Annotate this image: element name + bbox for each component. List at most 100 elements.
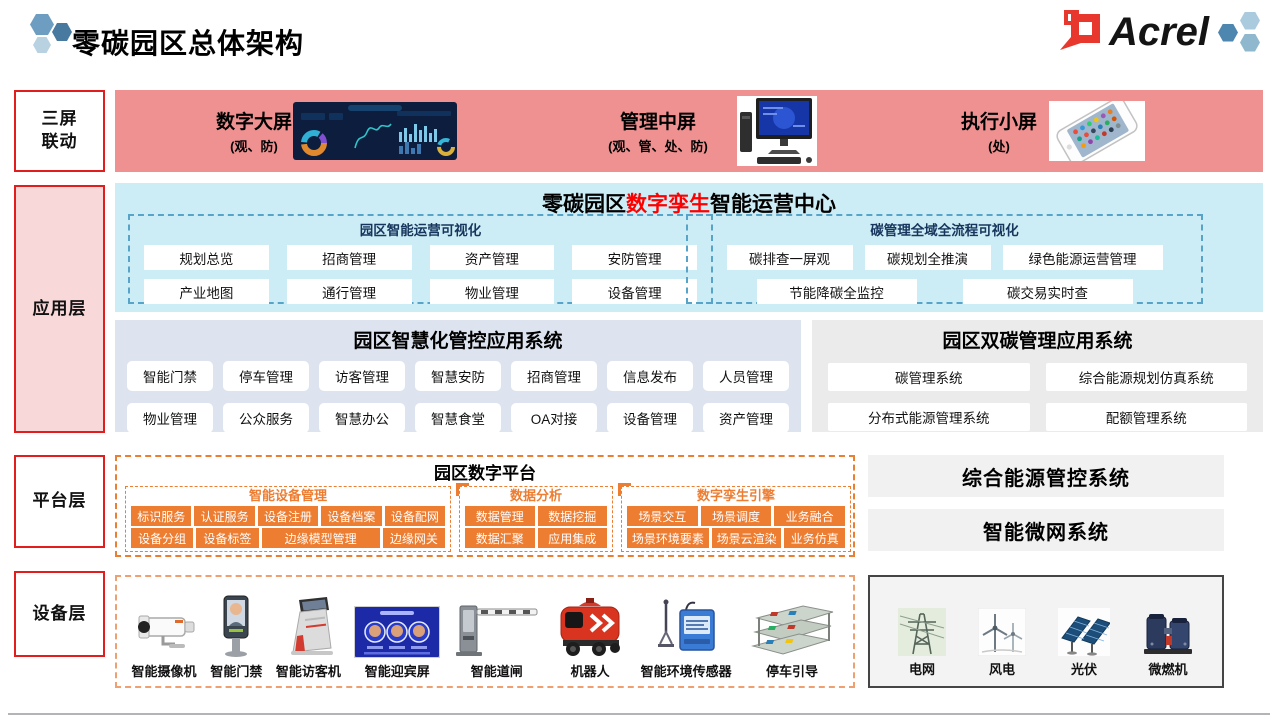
module-box: 招商管理 [511, 361, 597, 391]
module-box: 资产管理 [703, 403, 789, 433]
digital-twin-engine-group: 数字孪生引擎 场景交互 场景调度 业务融合 场景环境要素 场景云渲染 业务仿真 [618, 483, 851, 552]
group-title: 数字孪生引擎 [696, 488, 775, 503]
device-item: 智能门禁 [210, 585, 262, 680]
device-item: 智能迎宾屏 [354, 585, 441, 680]
parking-guidance-icon [745, 602, 839, 658]
platform-module-box: 认证服务 [194, 506, 255, 526]
solar-pv-icon [1058, 608, 1110, 656]
module-box: 物业管理 [429, 279, 555, 304]
device-item: 智能访客机 [276, 585, 341, 680]
integrated-energy-system-bar: 综合能源管控系统 [868, 455, 1224, 497]
corner-bracket-decoration [456, 483, 469, 496]
smart-devices-box: 智能摄像机 智能门禁 [115, 575, 855, 688]
device-item: 微燃机 [1142, 587, 1194, 678]
module-box: 绿色能源运营管理 [1002, 245, 1163, 270]
welcome-screen-icon [354, 606, 441, 658]
module-box: 智慧办公 [319, 403, 405, 433]
hexagon-decoration-icon [1218, 10, 1262, 54]
module-box: 通行管理 [286, 279, 412, 304]
module-box: 停车管理 [223, 361, 309, 391]
module-box: 产业地图 [144, 279, 269, 304]
section-title: 园区双碳管理应用系统 [942, 331, 1133, 352]
device-item: 风电 [978, 587, 1026, 678]
module-box: 碳管理系统 [828, 363, 1030, 391]
module-box: 设备管理 [607, 403, 693, 433]
hexagon-decoration-icon [30, 12, 76, 58]
smartphone-icon [1049, 97, 1145, 166]
module-box: 访客管理 [319, 361, 405, 391]
data-analysis-group: 数据分析 数据管理 数据挖掘 数据汇聚 应用集成 [456, 483, 613, 552]
module-box: 智慧安防 [415, 361, 501, 391]
dual-carbon-app-system: 园区双碳管理应用系统 碳管理系统 综合能源规划仿真系统 分布式能源管理系统 配额… [812, 320, 1263, 432]
group-title: 碳管理全域全流程可视化 [870, 223, 1019, 238]
three-screens-band: 数字大屏 (观、防) [115, 90, 1263, 172]
mid-screen-label: 管理中屏 (观、管、处、防) [608, 112, 708, 154]
module-box: 综合能源规划仿真系统 [1045, 363, 1247, 391]
acrel-logo-icon [1059, 8, 1104, 55]
energy-devices-box: 电网 风电 [868, 575, 1224, 688]
door-access-icon [216, 594, 256, 658]
module-box: 碳排查一屏观 [726, 245, 853, 270]
device-item: 智能环境传感器 [641, 585, 732, 680]
brand-name: Acrel [1108, 9, 1209, 54]
device-item: 智能道闸 [454, 585, 540, 680]
platform-module-box: 数据管理 [465, 506, 535, 526]
digital-platform-section: 园区数字平台 智能设备管理 标识服务 认证服务 设备注册 设备档案 设备配网 设… [115, 455, 855, 557]
device-item: 机器人 [553, 585, 627, 680]
module-box: 公众服务 [223, 403, 309, 433]
platform-module-box: 业务融合 [774, 506, 846, 526]
desktop-computer-icon [737, 96, 817, 171]
platform-module-box: 数据汇聚 [465, 528, 535, 548]
device-item: 智能摄像机 [131, 585, 197, 680]
module-box: 招商管理 [286, 245, 412, 270]
platform-module-box: 边缘网关 [382, 528, 446, 548]
corner-bracket-decoration [618, 483, 631, 496]
camera-icon [131, 606, 197, 658]
device-item: 电网 [898, 587, 946, 678]
module-box: 信息发布 [607, 361, 693, 391]
ops-center-title: 零碳园区数字孪生智能运营中心 [542, 193, 836, 216]
device-item: 光伏 [1058, 587, 1110, 678]
page-title: 零碳园区总体架构 [72, 28, 305, 59]
brand-logo: Acrel [1059, 8, 1262, 55]
platform-module-box: 设备分组 [131, 528, 194, 548]
module-box: 节能降碳全监控 [756, 279, 917, 304]
group-title: 智能设备管理 [248, 488, 327, 503]
platform-module-box: 应用集成 [537, 528, 607, 548]
platform-module-box: 设备配网 [384, 506, 446, 526]
module-box: 规划总览 [144, 245, 269, 270]
layer-label-three-screens: 三屏 联动 [14, 90, 105, 172]
visitor-kiosk-icon [281, 596, 335, 658]
dashboard-screen-icon [293, 102, 457, 165]
section-title: 园区数字平台 [434, 464, 536, 483]
smart-device-management-group: 智能设备管理 标识服务 认证服务 设备注册 设备档案 设备配网 设备分组 设备标… [125, 486, 451, 552]
smart-microgrid-system-bar: 智能微网系统 [868, 509, 1224, 551]
platform-module-box: 数据挖掘 [537, 506, 607, 526]
power-grid-icon [898, 608, 946, 656]
layer-label-platform: 平台层 [14, 455, 105, 548]
layer-label-device: 设备层 [14, 571, 105, 657]
module-box: 碳规划全推演 [864, 245, 991, 270]
big-screen-label: 数字大屏 (观、防) [215, 112, 292, 154]
small-screen-label: 执行小屏 (处) [960, 112, 1037, 154]
gate-barrier-icon [454, 600, 540, 658]
module-box: 设备管理 [572, 279, 697, 304]
carbon-visualization-group: 碳管理全域全流程可视化 碳排查一屏观 碳规划全推演 绿色能源运营管理 节能降碳全… [686, 214, 1203, 304]
bottom-divider [8, 713, 1270, 715]
module-box: 人员管理 [703, 361, 789, 391]
park-ops-visualization-group: 园区智能运营可视化 规划总览 招商管理 资产管理 安防管理 产业地图 通行管理 … [128, 214, 713, 304]
platform-module-box: 标识服务 [131, 506, 192, 526]
module-box: 分布式能源管理系统 [828, 403, 1030, 431]
module-box: 智能门禁 [127, 361, 213, 391]
module-box: 碳交易实时查 [962, 279, 1133, 304]
group-title: 园区智能运营可视化 [359, 223, 482, 238]
platform-module-box: 设备标签 [196, 528, 259, 548]
module-box: 资产管理 [429, 245, 555, 270]
platform-module-box: 场景云渲染 [711, 528, 782, 548]
environment-sensor-icon [656, 598, 716, 658]
smart-management-app-system: 园区智慧化管控应用系统 智能门禁 停车管理 访客管理 智慧安防 招商管理 信息发… [115, 320, 801, 433]
module-box: 配额管理系统 [1045, 403, 1247, 431]
layer-label-application: 应用层 [14, 185, 105, 433]
platform-module-box: 边缘模型管理 [261, 528, 380, 548]
